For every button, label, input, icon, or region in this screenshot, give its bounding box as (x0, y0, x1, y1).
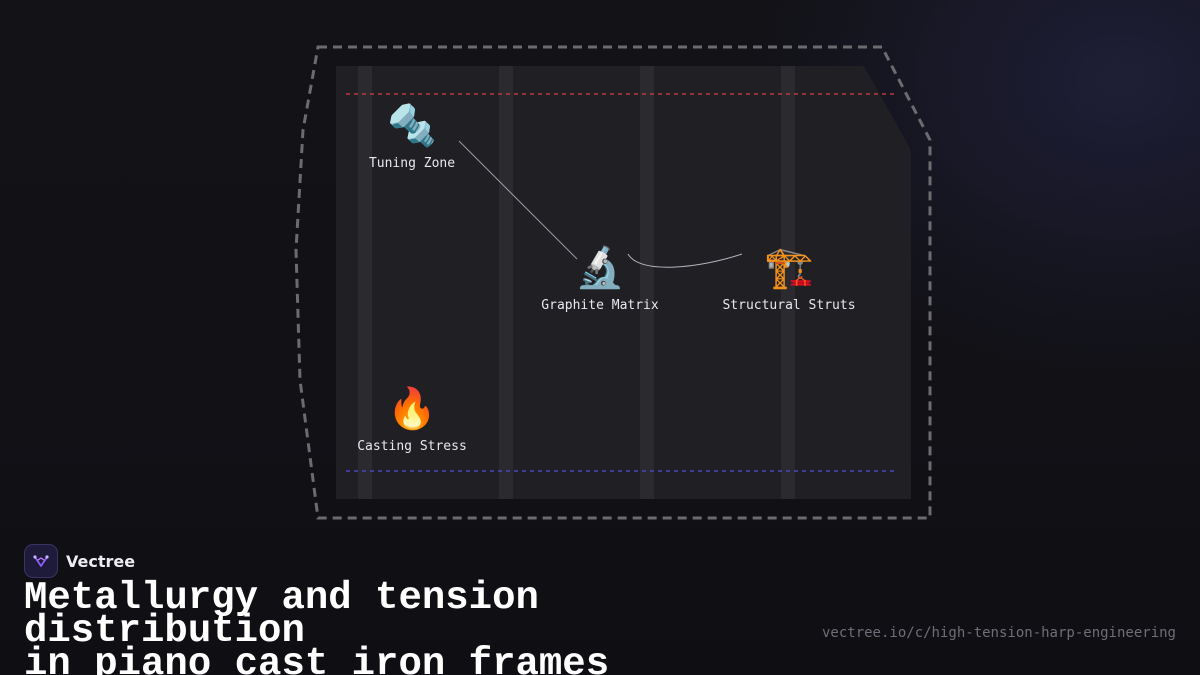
node-label: Structural Struts (722, 298, 856, 313)
microscope-icon: 🔬 (575, 245, 625, 291)
node-label: Graphite Matrix (541, 298, 659, 313)
piano-frame-diagram (294, 45, 932, 520)
title-line-2: in piano cast iron frames (24, 642, 610, 675)
strut (781, 66, 795, 499)
node-structural-struts[interactable]: 🏗️ Structural Struts (722, 244, 855, 313)
strut (358, 66, 372, 499)
title-line-1: Metallurgy and tension distribution (24, 576, 539, 653)
brand: Vectree (24, 544, 135, 578)
fire-icon: 🔥 (387, 386, 437, 432)
node-label: Tuning Zone (368, 156, 456, 171)
wrench-nut-icon: 🔩 (387, 103, 437, 149)
page-title: Metallurgy and tension distribution in p… (24, 579, 824, 675)
connector-graphite-to-struts (627, 253, 743, 268)
strut (499, 66, 513, 499)
vectree-logo-icon (24, 544, 58, 578)
source-url[interactable]: vectree.io/c/high-tension-harp-engineeri… (821, 625, 1176, 641)
frame-plate (336, 66, 911, 499)
crane-icon: 🏗️ (764, 245, 814, 291)
connector-tuning-to-graphite (458, 140, 578, 260)
brand-name: Vectree (66, 551, 136, 571)
node-label: Casting Stress (357, 439, 467, 454)
node-graphite-matrix[interactable]: 🔬 Graphite Matrix (541, 244, 658, 313)
node-tuning-zone[interactable]: 🔩 Tuning Zone (369, 102, 455, 171)
node-casting-stress[interactable]: 🔥 Casting Stress (357, 385, 467, 454)
frame-outline (294, 45, 932, 520)
strut (640, 66, 654, 499)
